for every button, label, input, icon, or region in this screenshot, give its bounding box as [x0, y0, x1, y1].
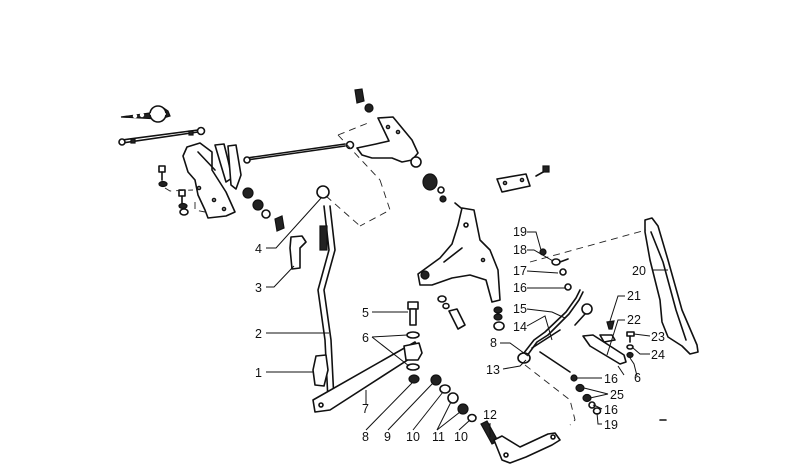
- pedal-lever-20: [644, 217, 699, 355]
- callout-16b: 16: [604, 372, 618, 386]
- ball-joint-15: [574, 303, 593, 326]
- ring-16b: [570, 374, 578, 382]
- clevis-bracket: [403, 342, 423, 361]
- washer-6b: [406, 363, 420, 371]
- callout-9: 9: [384, 430, 391, 444]
- spring-25a: [575, 383, 585, 393]
- washer-24: [626, 344, 634, 350]
- nut-stack-right: [493, 306, 505, 331]
- shift-rod-upper: [118, 126, 206, 146]
- washer-6c: [626, 351, 634, 359]
- callout-6b: 6: [634, 371, 641, 385]
- pin-14: [531, 329, 571, 373]
- shift-lever-lower: [480, 420, 561, 464]
- callout-18: 18: [513, 243, 527, 257]
- callout-14: 14: [513, 320, 527, 334]
- callout-2: 2: [255, 327, 262, 341]
- bushing-set-left: [242, 187, 285, 232]
- callout-16a: 16: [513, 281, 527, 295]
- callout-22: 22: [627, 313, 641, 327]
- bolt-23: [626, 331, 635, 343]
- callout-11: 11: [432, 430, 445, 444]
- callout-6a: 6: [362, 331, 369, 345]
- callout-15: 15: [513, 302, 527, 316]
- bolt-5: [407, 301, 419, 326]
- ring-16c: [588, 401, 596, 409]
- callout-21: 21: [627, 289, 641, 303]
- callout-13: 13: [486, 363, 500, 377]
- shift-lever-bracket-upper: [354, 88, 422, 168]
- callout-10b: 10: [454, 430, 468, 444]
- washer-stack-center: [437, 295, 466, 330]
- leader-lines: [266, 196, 668, 437]
- washer-10b: [467, 413, 477, 423]
- bushing-11b: [457, 403, 469, 415]
- callout-7: 7: [362, 402, 369, 416]
- callout-4: 4: [255, 242, 262, 256]
- spring-25b: [582, 393, 592, 403]
- callout-10a: 10: [406, 430, 420, 444]
- callout-12: 12: [483, 408, 497, 422]
- shift-pattern-emblem: [120, 105, 171, 123]
- lower-shift-bracket: [312, 341, 421, 413]
- bolt-left-lower: [178, 189, 189, 216]
- mounting-bracket: [182, 142, 242, 219]
- washer-10a: [439, 384, 451, 394]
- bolt-left-upper: [158, 165, 168, 188]
- callout-25: 25: [610, 388, 624, 402]
- callout-8b: 8: [490, 336, 497, 350]
- callout-19a: 19: [513, 225, 527, 239]
- shift-gate-insert: [289, 235, 307, 270]
- spring-bushing-center: [422, 173, 447, 203]
- callout-5: 5: [362, 306, 369, 320]
- callout-20: 20: [632, 264, 646, 278]
- cap-21: [606, 320, 615, 330]
- callout-24: 24: [651, 348, 665, 362]
- callout-23: 23: [651, 330, 665, 344]
- lever-base-mount: [312, 354, 329, 387]
- bracket-22: [582, 334, 627, 365]
- shift-rod-middle: [243, 140, 355, 164]
- callout-19b: 19: [604, 418, 618, 432]
- selector-rod-13: [517, 289, 584, 364]
- nut-8a: [408, 374, 420, 384]
- spring-clip-9: [430, 374, 442, 386]
- callout-1: 1: [255, 366, 262, 380]
- washer-6a: [406, 331, 420, 339]
- joint-18: [551, 258, 569, 266]
- callout-8a: 8: [362, 430, 369, 444]
- shift-housing-bracket: [417, 202, 501, 303]
- callout-16c: 16: [604, 403, 618, 417]
- callout-labels: 1 2 3 4 5 6 7 8 9 10 11 10 12 13 8 14 15…: [255, 225, 665, 444]
- callout-3: 3: [255, 281, 262, 295]
- cover-plate: [496, 173, 531, 193]
- bushing-11a: [447, 392, 459, 404]
- sleeve-17: [559, 268, 567, 276]
- screw-cover-plate: [535, 165, 550, 177]
- ball-socket-16a: [564, 283, 572, 291]
- callout-17: 17: [513, 264, 527, 278]
